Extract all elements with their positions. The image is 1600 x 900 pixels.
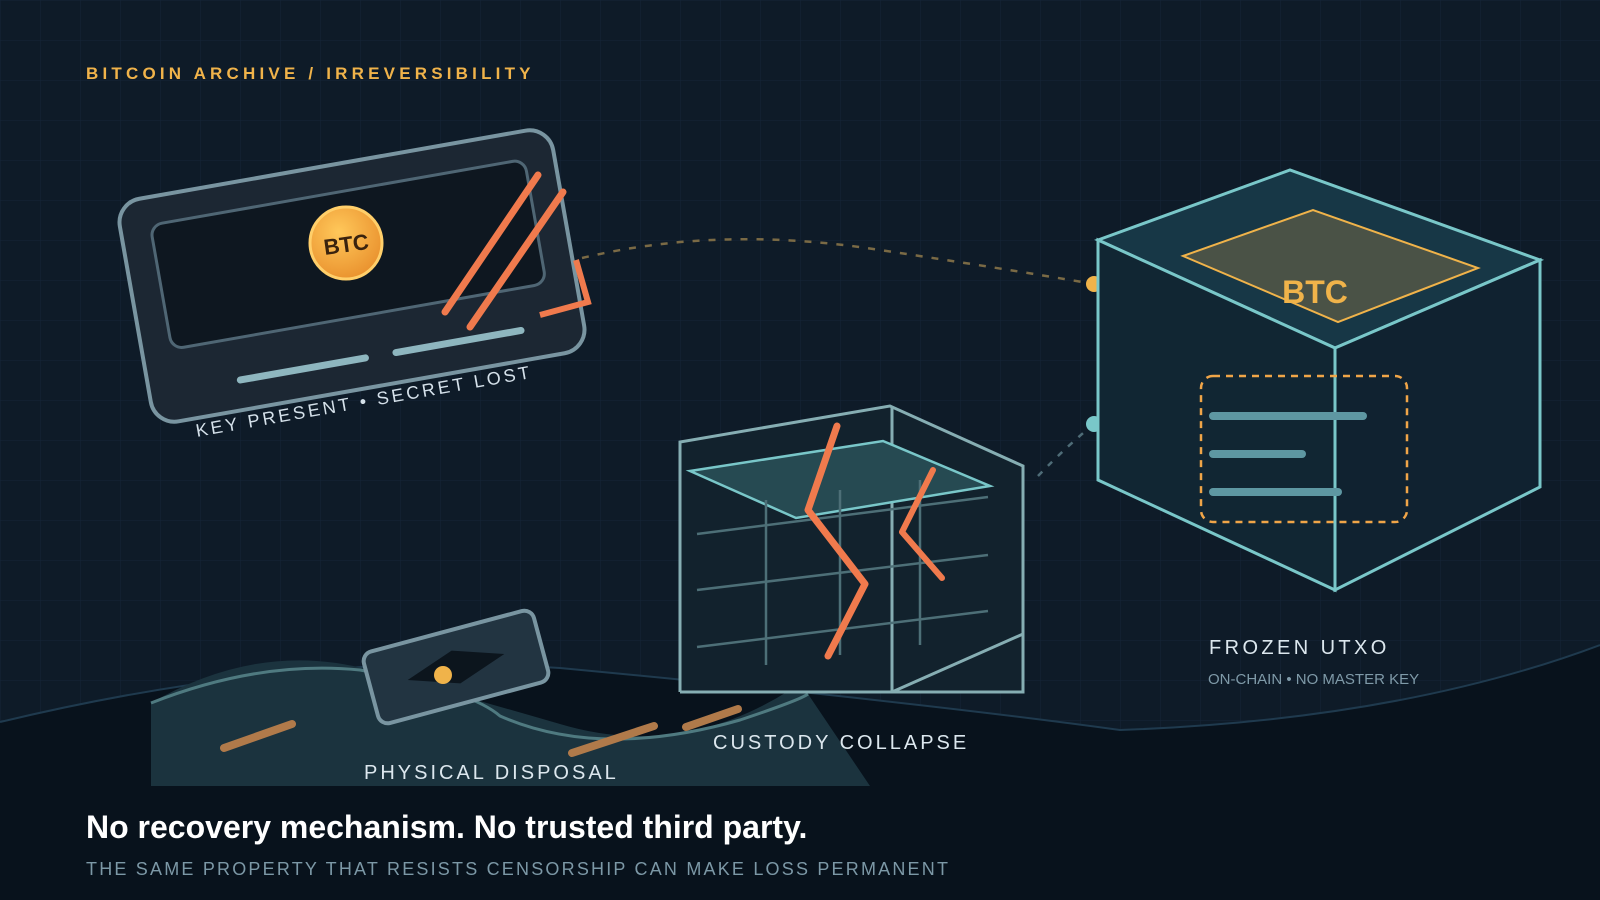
utxo-cube — [1094, 168, 1545, 593]
utxo-subtitle: ON-CHAIN • NO MASTER KEY — [1208, 671, 1420, 688]
wallet-card-stripe — [392, 326, 525, 357]
vault-tray — [685, 439, 995, 520]
disposal-mound — [151, 660, 870, 786]
device-led — [434, 666, 452, 684]
headline: No recovery mechanism. No trusted third … — [86, 809, 808, 845]
vault-edge — [891, 632, 1024, 694]
disposal-curve — [150, 666, 809, 741]
card-slash — [466, 188, 567, 331]
utxo-frozen-slot — [1199, 374, 1409, 524]
disposal-caption: PHYSICAL DISPOSAL — [364, 762, 619, 784]
custody-caption: CUSTODY COLLAPSE — [713, 732, 970, 754]
device-slot — [407, 650, 505, 684]
utxo-title: FROZEN UTXO — [1209, 637, 1390, 659]
card-corner-break — [539, 259, 592, 318]
vault-grid-line — [696, 495, 989, 536]
vault-grid-line — [696, 553, 989, 592]
connector-card-to-utxo — [581, 237, 1095, 286]
custody-vault — [678, 404, 1025, 694]
vault-outline — [678, 404, 1025, 694]
vault-crack — [804, 422, 869, 660]
shard — [220, 720, 296, 752]
cube-top-panel — [1180, 208, 1481, 324]
card-slash — [441, 171, 542, 316]
utxo-btc-label: BTC — [1282, 274, 1348, 310]
vault-crack — [899, 467, 945, 581]
shard — [568, 722, 658, 757]
btc-coin — [308, 205, 384, 281]
cube-right-face — [1333, 257, 1542, 593]
subheadline: THE SAME PROPERTY THAT RESISTS CENSORSHI… — [86, 859, 951, 879]
discarded-device — [361, 608, 551, 726]
section-eyebrow: BITCOIN ARCHIVE / IRREVERSIBILITY — [86, 64, 535, 83]
wallet-card-stripe — [236, 354, 369, 384]
btc-coin-label: BTC — [322, 229, 370, 260]
shard — [682, 705, 742, 731]
